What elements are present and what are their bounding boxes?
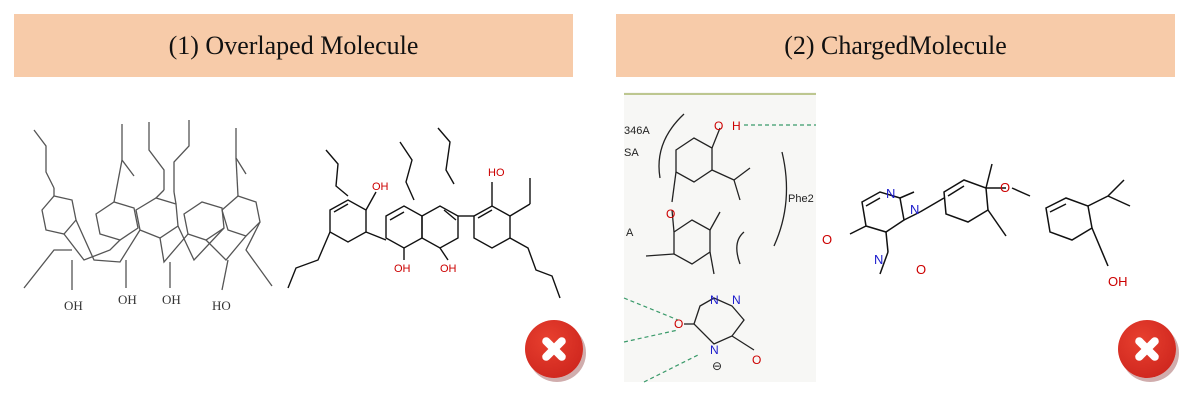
molecule-2b-label: O [822, 232, 832, 247]
panel-1-title-banner: (1) Overlaped Molecule [14, 14, 573, 77]
molecule-1a-label: HO [212, 298, 231, 313]
snippet-label: N [732, 293, 741, 307]
residue-label: Phe2 [788, 193, 814, 205]
snippet-label: O [752, 353, 761, 367]
wrong-icon [525, 320, 583, 378]
molecule-1b-label: OH [372, 181, 389, 193]
snippet-label: N [710, 343, 719, 357]
snippet-label: H [732, 119, 741, 133]
molecule-2b-label: N [874, 252, 883, 267]
panel-1-title: (1) Overlaped Molecule [168, 30, 419, 60]
wrong-icon [1118, 320, 1176, 378]
molecule-1b-label: OH [440, 263, 457, 275]
molecule-1a-label: OH [64, 298, 83, 313]
snippet-label: O [674, 317, 683, 331]
molecule-1a-label: OH [162, 292, 181, 307]
snippet-label: ⊖ [712, 359, 722, 373]
overlapped-molecule-drawing: OH OH OH HO [23, 120, 273, 313]
charged-molecule-scan-drawing: O H O N N O N O ⊖ 346A SA A Phe2 [623, 92, 816, 383]
molecule-2b-label: O [916, 262, 926, 277]
snippet-label: O [666, 207, 675, 221]
molecule-1b-label: HO [488, 167, 505, 179]
molecule-1a-label: OH [118, 292, 137, 307]
molecule-2b-label: N [886, 186, 895, 201]
phenyl-molecule-drawing: OH HO OH OH [287, 127, 561, 299]
residue-label: SA [624, 147, 639, 159]
charged-molecule-clean-drawing: N N O N O O OH [822, 163, 1131, 289]
panel-2-title-banner: (2) ChargedMolecule [616, 14, 1175, 77]
residue-label: 346A [624, 125, 650, 137]
molecule-2b-label: OH [1108, 274, 1128, 289]
residue-label: A [626, 227, 634, 239]
molecule-2b-label: N [910, 202, 919, 217]
panel-2-title: (2) ChargedMolecule [784, 30, 1007, 60]
snippet-label: N [710, 293, 719, 307]
snippet-label: O [714, 119, 723, 133]
molecule-1b-label: OH [394, 263, 411, 275]
molecule-2b-label: O [1000, 180, 1010, 195]
